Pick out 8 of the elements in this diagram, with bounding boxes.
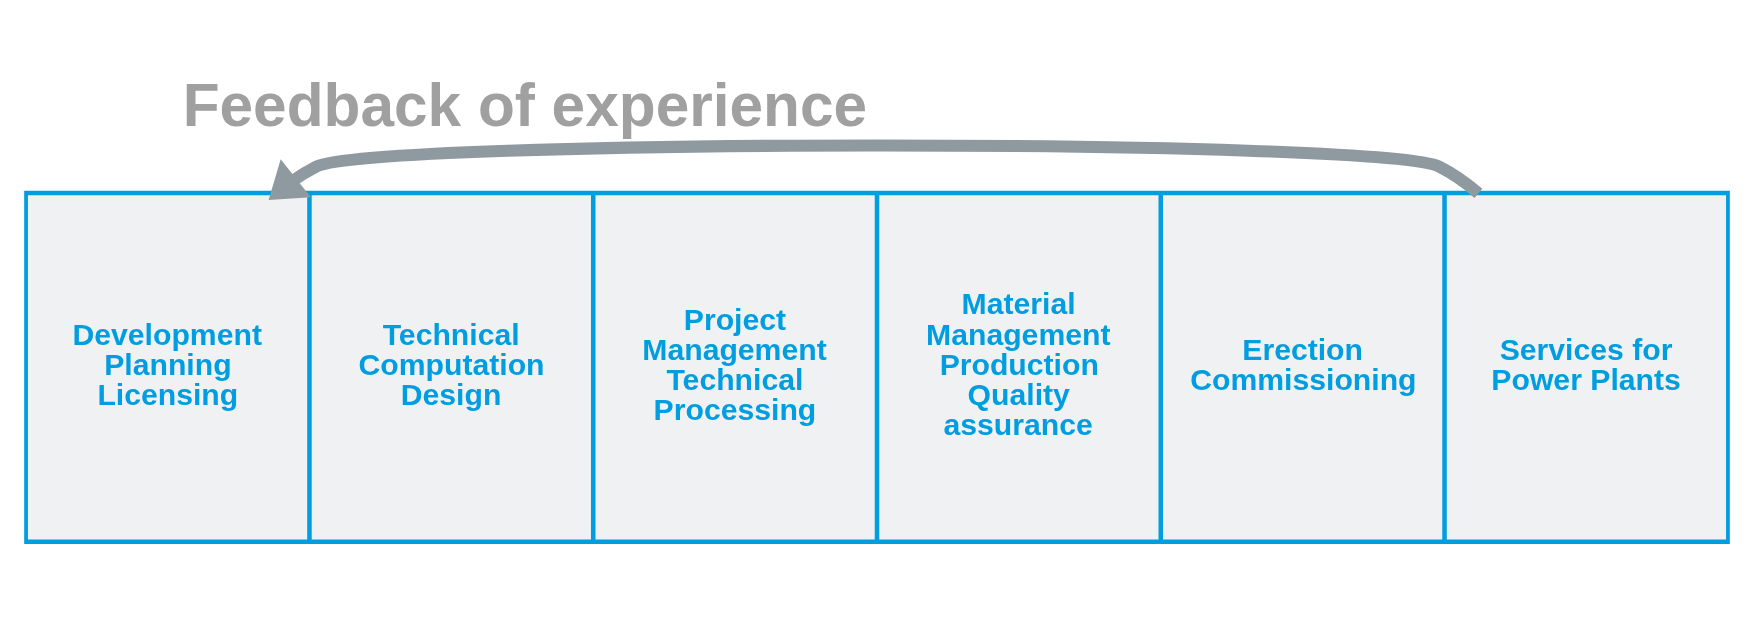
node-box: Erection Commissioning [1160, 192, 1446, 543]
edge-label: Feedback of experience [182, 70, 868, 139]
node-box: Project Management Technical Processing [592, 192, 878, 543]
node-box: Services for Power Plants [1443, 192, 1730, 543]
node-box: Material Management Production Quality assurance [876, 192, 1162, 543]
node-box: Technical Computation Design [308, 192, 594, 543]
arrow [268, 139, 1483, 200]
node-box: Development Planning Licensing [24, 192, 311, 543]
